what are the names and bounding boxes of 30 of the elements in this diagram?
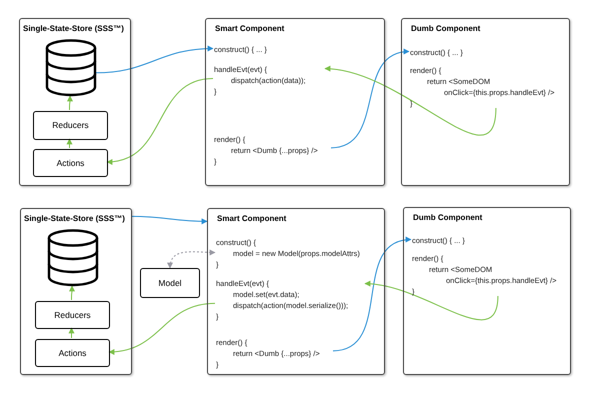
arrow [108, 302, 216, 355]
panel-title: Single-State-Store (SSS™) [23, 24, 124, 34]
panel-title: Dumb Component [413, 213, 482, 223]
panel-title: Single-State-Store (SSS™) [24, 214, 125, 224]
component-panel [207, 208, 385, 375]
process-box: Reducers [33, 111, 108, 140]
arrow [364, 281, 498, 320]
arrow [132, 216, 208, 224]
component-panel [205, 18, 385, 186]
arrow [332, 237, 412, 352]
arrow [96, 46, 214, 74]
arrow [330, 49, 410, 148]
component-panel [19, 18, 131, 186]
panel-title: Smart Component [217, 214, 286, 224]
component-panel [401, 18, 570, 186]
component-panel [403, 207, 571, 375]
arrow [106, 78, 214, 164]
panel-title: Dumb Component [411, 24, 480, 34]
panel-title: Smart Component [215, 24, 284, 34]
arrow [66, 95, 73, 110]
process-box: Model [140, 268, 200, 298]
process-box: Reducers [35, 301, 110, 329]
arrow [68, 285, 75, 300]
process-box: Actions [33, 149, 108, 177]
arrow [66, 138, 72, 148]
component-panel [20, 208, 132, 375]
arrow [324, 66, 496, 136]
arrow [168, 249, 216, 269]
arrow [68, 327, 74, 338]
process-box: Actions [35, 339, 110, 367]
